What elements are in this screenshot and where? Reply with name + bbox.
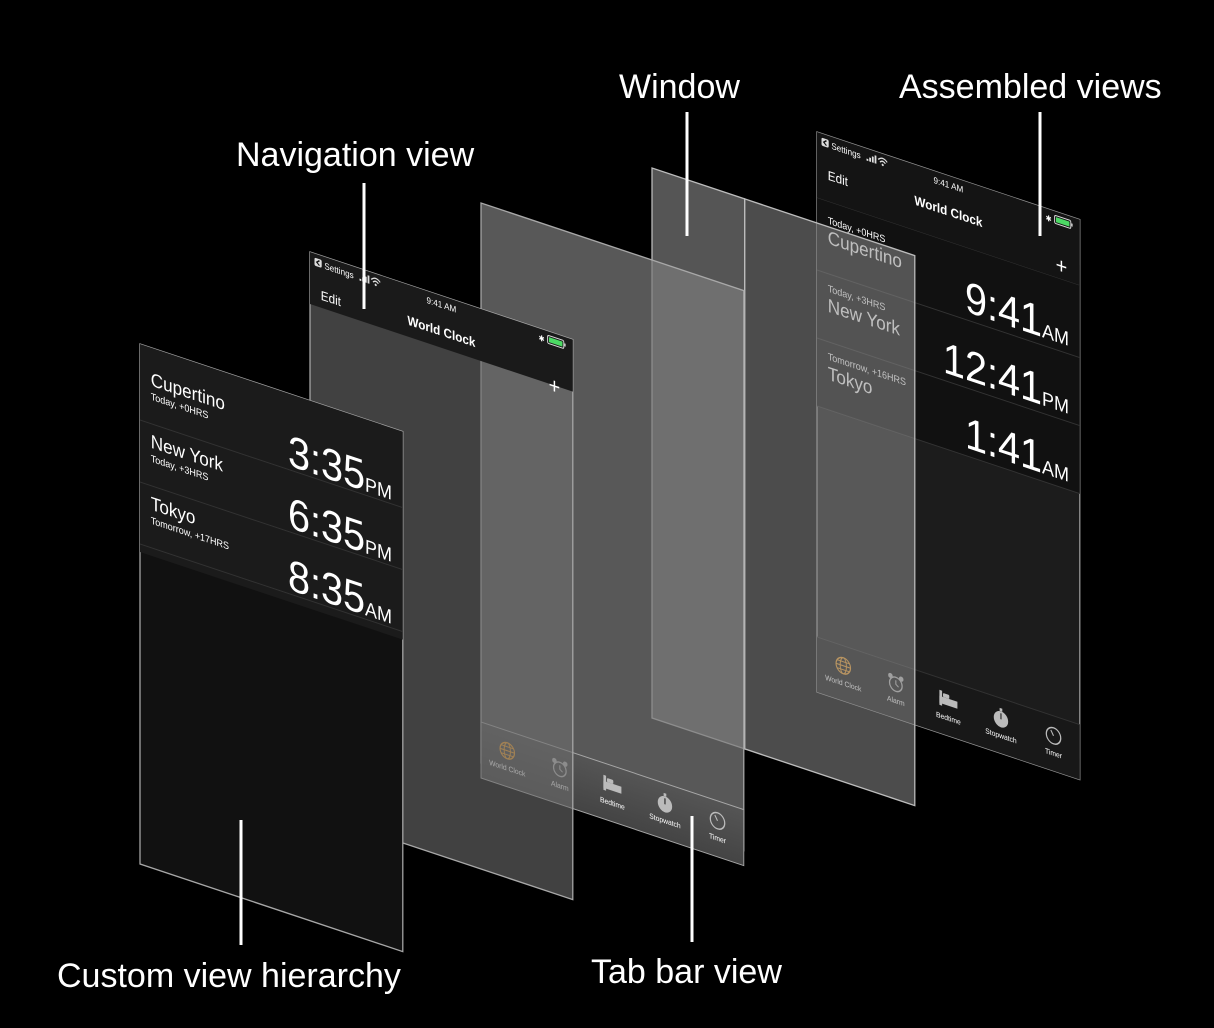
leader-lines (239, 112, 1042, 945)
edit-button[interactable]: Edit (321, 288, 342, 309)
callout-navigation-view: Navigation view (236, 136, 475, 174)
timer-icon (709, 811, 726, 830)
row-divider (140, 419, 403, 509)
bluetooth-icon: ✱ (1046, 213, 1052, 224)
bed-icon (603, 774, 622, 794)
signal-icon (866, 155, 877, 164)
callout-tab-bar-view: Tab bar view (591, 953, 782, 991)
back-chevron-icon[interactable] (314, 257, 322, 268)
callout-assembled-views: Assembled views (899, 68, 1162, 106)
stopwatch-icon (657, 792, 673, 813)
callout-window: Window (619, 68, 740, 106)
add-button[interactable]: + (1056, 252, 1068, 280)
stopwatch-icon (993, 707, 1009, 728)
row-divider (140, 481, 403, 571)
wifi-icon (370, 277, 381, 287)
bluetooth-icon: ✱ (539, 333, 545, 344)
wifi-icon (877, 157, 888, 167)
callout-custom-view-hierarchy: Custom view hierarchy (57, 957, 401, 995)
back-chevron-icon[interactable] (821, 137, 829, 148)
add-button[interactable]: + (549, 372, 561, 400)
battery-icon (1054, 215, 1073, 229)
timer-icon (1045, 726, 1062, 745)
row-divider (140, 543, 403, 633)
bed-icon (939, 689, 958, 709)
battery-icon (547, 335, 566, 349)
edit-button[interactable]: Edit (828, 168, 849, 189)
